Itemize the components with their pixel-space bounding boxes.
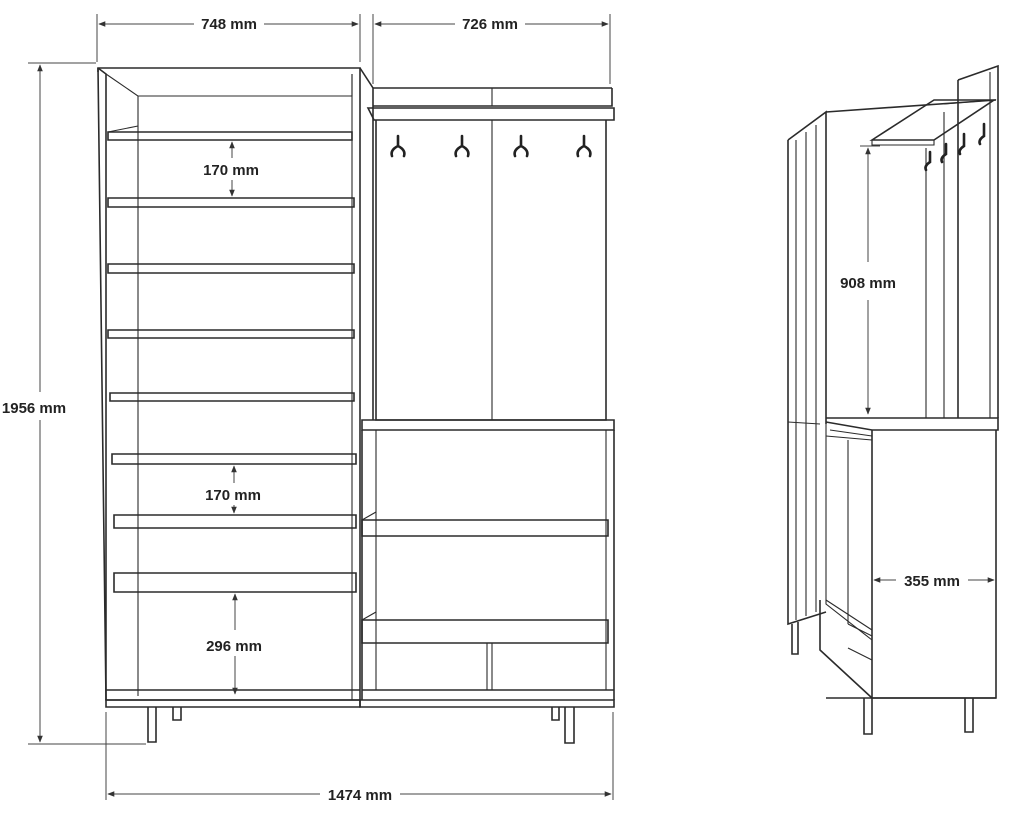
dim-left-width: 748 mm <box>201 16 257 33</box>
shelf <box>107 197 355 208</box>
coat-hook-icon <box>924 150 932 172</box>
dim-shelf-spacing-mid: 170 mm <box>205 487 261 504</box>
legs <box>147 707 575 744</box>
coat-section <box>359 67 615 708</box>
coat-hook-icon <box>958 132 966 156</box>
shelf <box>107 263 355 274</box>
front-view <box>97 67 615 744</box>
lower-cabinet <box>359 419 615 708</box>
shelf <box>107 329 355 339</box>
dim-side-depth: 355 mm <box>904 573 960 590</box>
side-lower-cabinet <box>819 417 999 699</box>
shelf <box>111 453 357 465</box>
side-shoe-cabinet <box>787 99 997 626</box>
coat-hook-icon <box>940 142 948 164</box>
dim-shelf-spacing-top: 170 mm <box>203 162 259 179</box>
coat-hook-icon <box>576 134 592 158</box>
side-legs <box>791 622 974 735</box>
shelf <box>113 514 357 529</box>
dim-bottom-compartment: 296 mm <box>206 638 262 655</box>
shelf <box>113 572 357 593</box>
dim-side-hanging-height: 908 mm <box>840 275 896 292</box>
front-dimensions: 748 mm 726 mm 1956 mm 1474 mm 170 mm 170… <box>2 14 614 804</box>
coat-hook-icon <box>454 134 470 158</box>
side-view <box>787 64 999 735</box>
side-coat-panel <box>869 64 999 418</box>
dim-total-height: 1956 mm <box>2 400 66 417</box>
shelf <box>107 125 353 141</box>
coat-hook-icon <box>513 134 529 158</box>
shelf <box>109 392 355 402</box>
side-hat-shelf <box>869 99 997 146</box>
hat-shelf <box>366 107 615 121</box>
coat-hook-icon <box>390 134 406 158</box>
side-dimensions: 908 mm 355 mm <box>840 145 995 590</box>
dim-right-width: 726 mm <box>462 16 518 33</box>
coat-hook-icon <box>978 122 986 146</box>
dim-total-width: 1474 mm <box>328 787 392 804</box>
